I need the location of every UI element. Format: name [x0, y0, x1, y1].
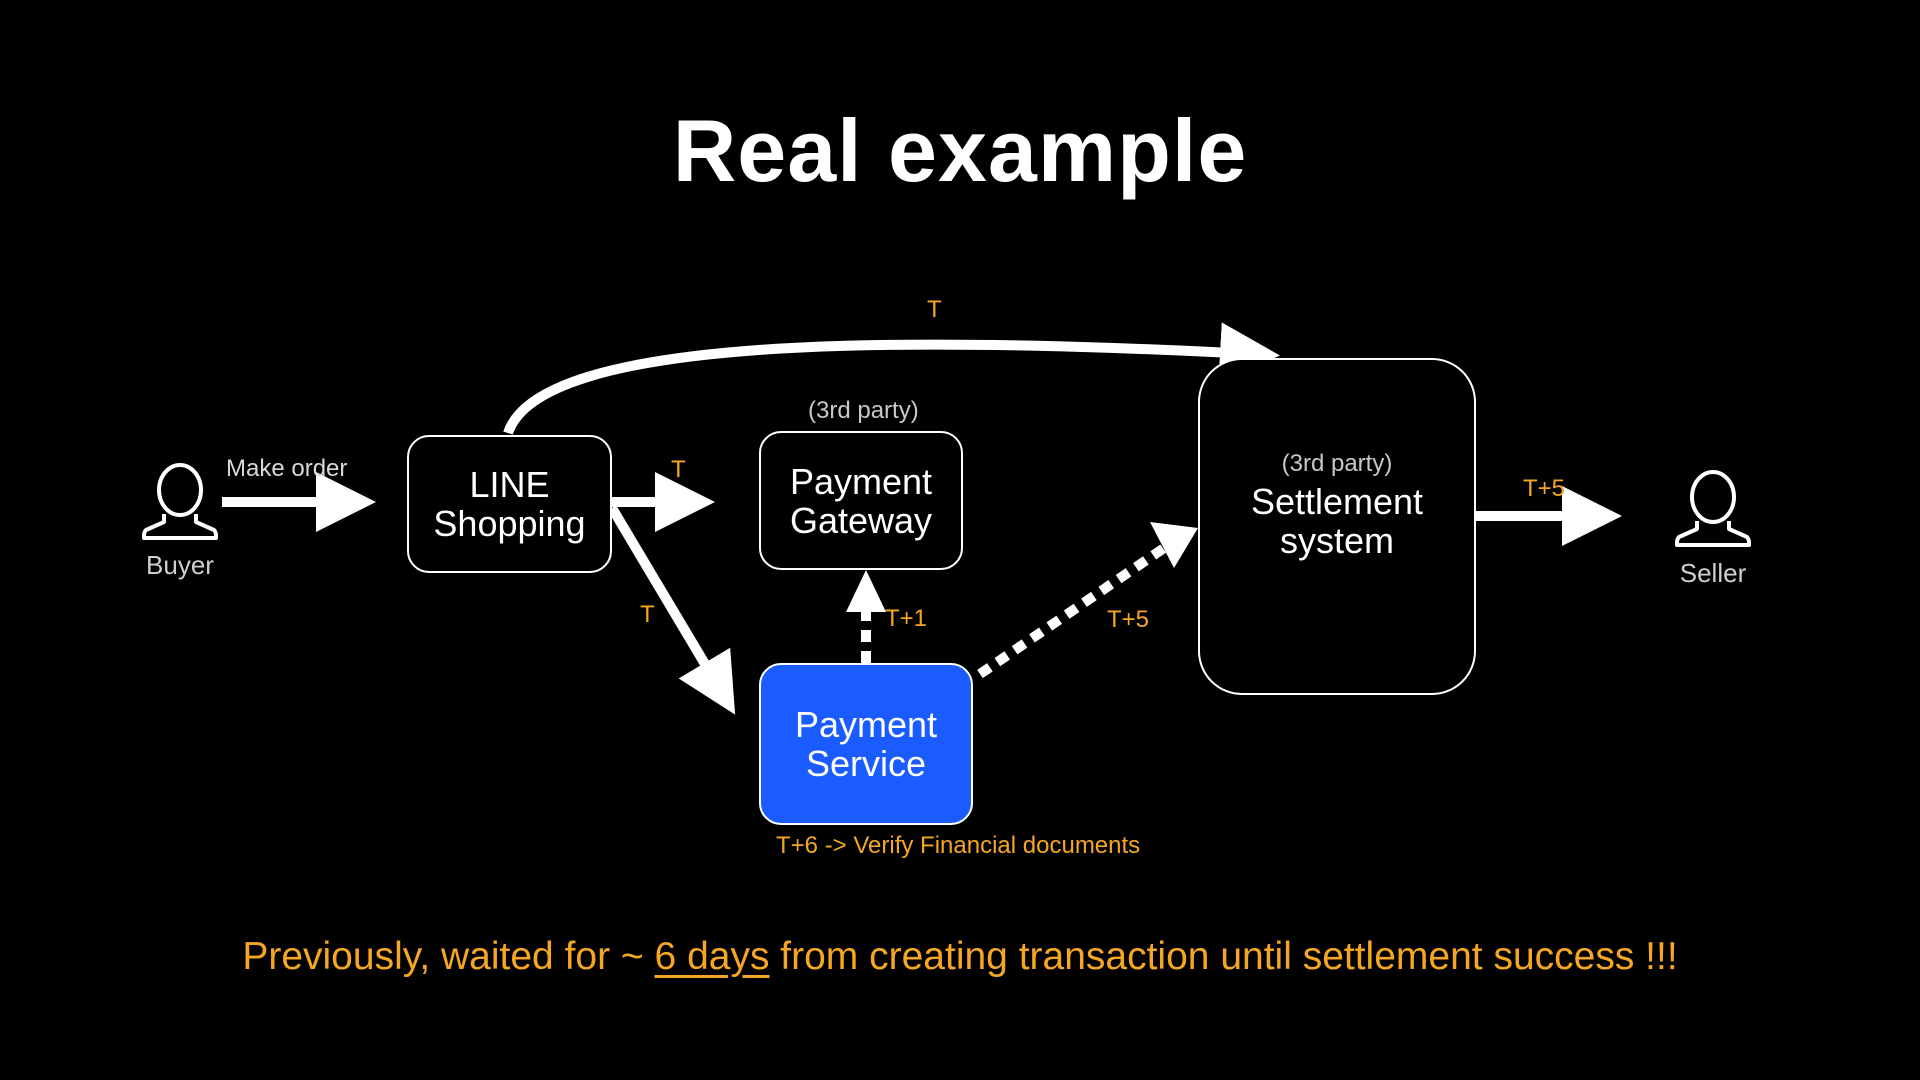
page-title: Real example: [672, 101, 1248, 200]
arrow-head-service-to-gateway: [846, 570, 886, 612]
payment-service-node: Payment Service: [759, 663, 973, 825]
edge-label-shopping-to-service: T: [640, 601, 655, 628]
buyer-person-icon: [142, 463, 218, 540]
arrow-shopping-to-service: [607, 505, 736, 715]
seller-label: Seller: [1679, 558, 1747, 588]
arrow-service-to-settlement: [977, 543, 1167, 679]
settlement-system-label: Settlement system: [1250, 481, 1424, 561]
arrow-head-service-to-settlement: [1150, 522, 1198, 568]
payment-service-label: Payment Service: [794, 704, 938, 784]
footer-summary: Previously, waited for ~ 6 days from cre…: [0, 935, 1920, 979]
footer-text-before: Previously, waited for ~: [242, 935, 655, 978]
edge-label-service-to-gateway: T+1: [885, 605, 928, 632]
make-order-label: Make order: [226, 455, 348, 482]
footer-highlight-days: 6 days: [654, 935, 770, 978]
settlement-system-node: (3rd party) Settlement system: [1198, 358, 1476, 695]
payment-gateway-node: Payment Gateway: [759, 431, 963, 570]
footer-text-after: from creating transaction until settleme…: [769, 935, 1678, 978]
line-shopping-node: LINE Shopping: [407, 435, 612, 573]
edge-label-settlement-to-seller: T+5: [1523, 475, 1566, 502]
arrow-shopping-to-settlement: [503, 322, 1280, 435]
buyer-label: Buyer: [146, 550, 214, 580]
verify-financial-documents-note: T+6 -> Verify Financial documents: [776, 832, 1141, 859]
settlement-third-party-tag: (3rd party): [1281, 450, 1393, 477]
seller-person-icon: [1675, 470, 1751, 547]
edge-label-service-to-settlement: T+5: [1107, 606, 1150, 633]
payment-gateway-third-party-tag: (3rd party): [808, 397, 919, 424]
line-shopping-label: LINE Shopping: [433, 464, 586, 544]
edge-label-shopping-to-settlement: T: [927, 296, 942, 323]
edge-label-shopping-to-gateway: T: [671, 456, 686, 483]
payment-gateway-label: Payment Gateway: [789, 460, 933, 541]
